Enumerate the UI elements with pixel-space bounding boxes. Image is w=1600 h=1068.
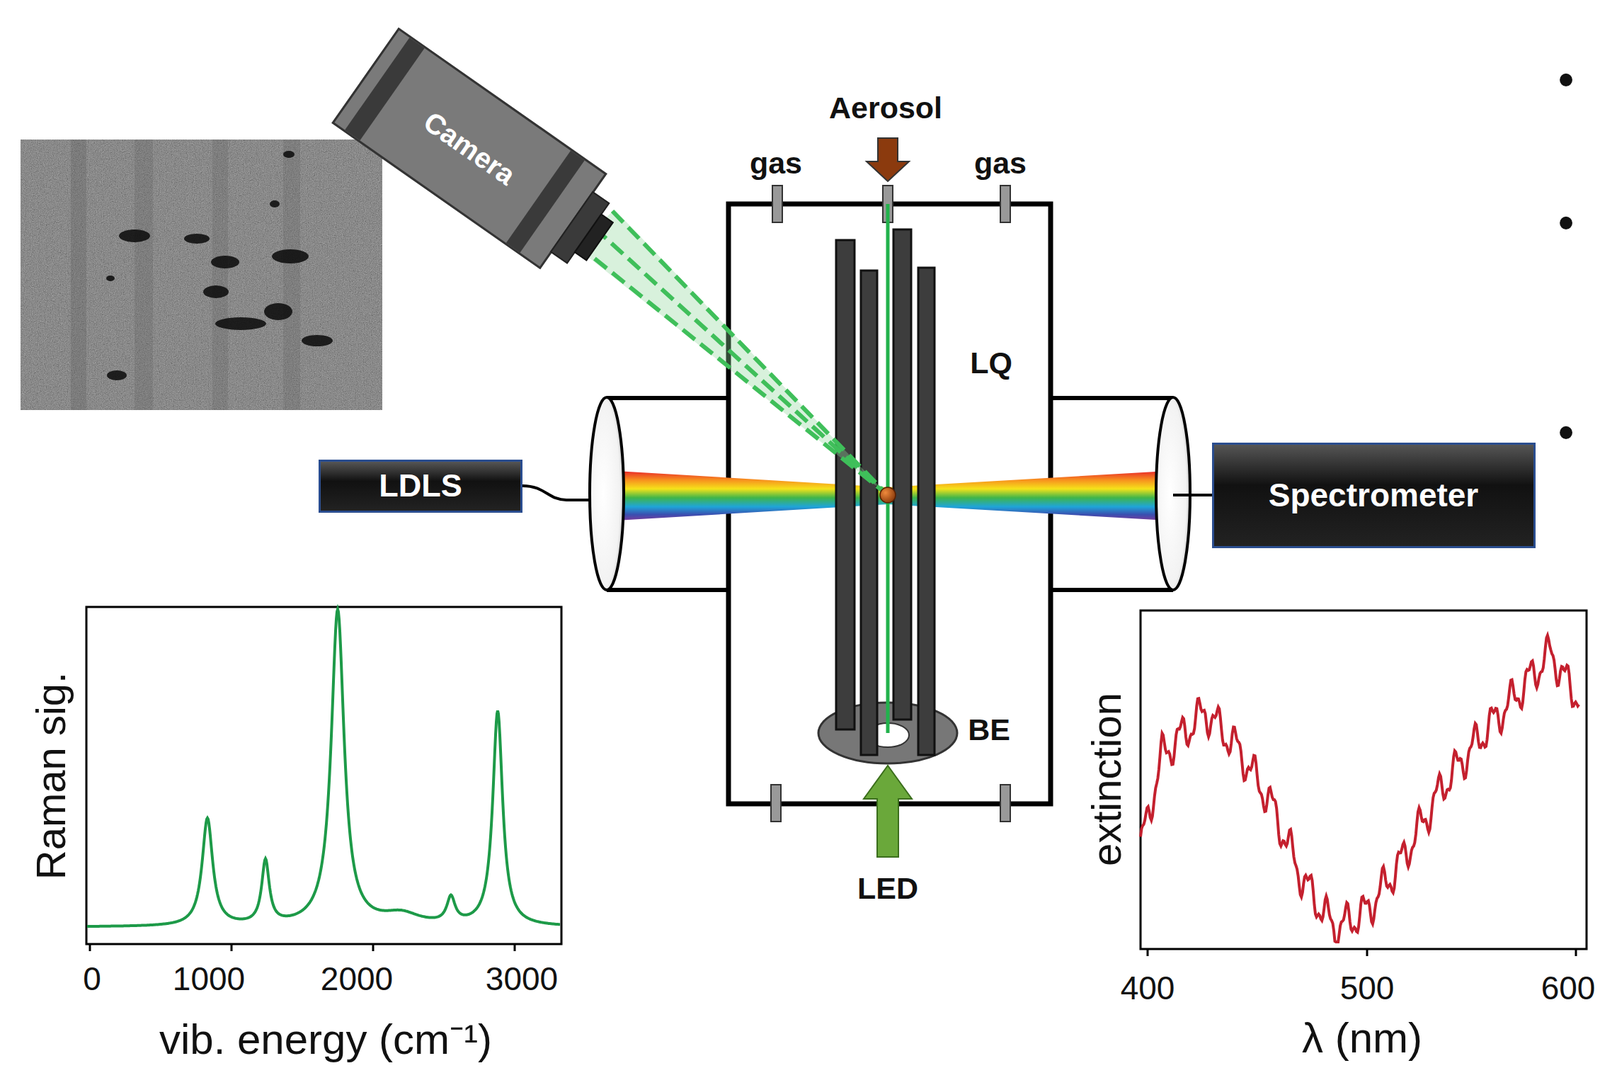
window-tubes bbox=[606, 397, 1174, 590]
led-label: LED bbox=[857, 870, 919, 906]
axis-title: vib. energy (cm⁻¹) bbox=[159, 1008, 493, 1067]
lens bbox=[589, 397, 624, 590]
fiber-wire bbox=[1173, 493, 1213, 497]
fiber-wire bbox=[522, 485, 592, 500]
camera-image bbox=[20, 139, 383, 410]
axis-title: extinction bbox=[1083, 691, 1131, 866]
extinction-spectrum bbox=[1140, 635, 1579, 942]
tick-label: 400 bbox=[1120, 968, 1176, 1007]
axis-title: λ (nm) bbox=[1301, 1013, 1423, 1062]
tick-label: 600 bbox=[1541, 968, 1596, 1007]
electrode-label: BE bbox=[967, 712, 1011, 747]
raman-spectrum bbox=[87, 608, 560, 927]
node-text: Spectrometer bbox=[1268, 475, 1479, 514]
bullet: • bbox=[1557, 52, 1574, 107]
spectrometer-box: Spectrometer bbox=[1212, 442, 1536, 548]
aerosol-arrow bbox=[866, 138, 910, 182]
tick-label: 3000 bbox=[485, 959, 558, 998]
bullet: • bbox=[1557, 404, 1574, 459]
aerosol-label: Aerosol bbox=[829, 90, 943, 126]
extinction-plot-frame bbox=[1140, 610, 1587, 949]
camera-band bbox=[344, 37, 425, 141]
axis-title: Raman sig. bbox=[27, 671, 76, 879]
camera-view-lines bbox=[574, 209, 888, 495]
led-arrow bbox=[863, 765, 912, 857]
light-source-box: LDLS bbox=[318, 459, 523, 513]
gas-label: gas bbox=[974, 145, 1027, 181]
trapped-particle bbox=[880, 487, 896, 503]
bullet: • bbox=[1557, 195, 1574, 250]
quadrupole-rods bbox=[836, 229, 935, 755]
tick-label: 2000 bbox=[320, 959, 393, 998]
raman-plot-frame bbox=[86, 606, 562, 944]
tick-label: 0 bbox=[82, 959, 102, 998]
node-text: Camera bbox=[417, 104, 522, 191]
axis-ticks bbox=[89, 943, 1576, 956]
tick-label: 500 bbox=[1340, 968, 1395, 1007]
laser-line bbox=[886, 203, 890, 733]
gas-label: gas bbox=[749, 145, 803, 181]
light-beam bbox=[615, 470, 1169, 521]
node-text: LDLS bbox=[378, 467, 463, 505]
tick-label: 1000 bbox=[172, 959, 245, 998]
trap-label: LQ bbox=[969, 345, 1013, 381]
